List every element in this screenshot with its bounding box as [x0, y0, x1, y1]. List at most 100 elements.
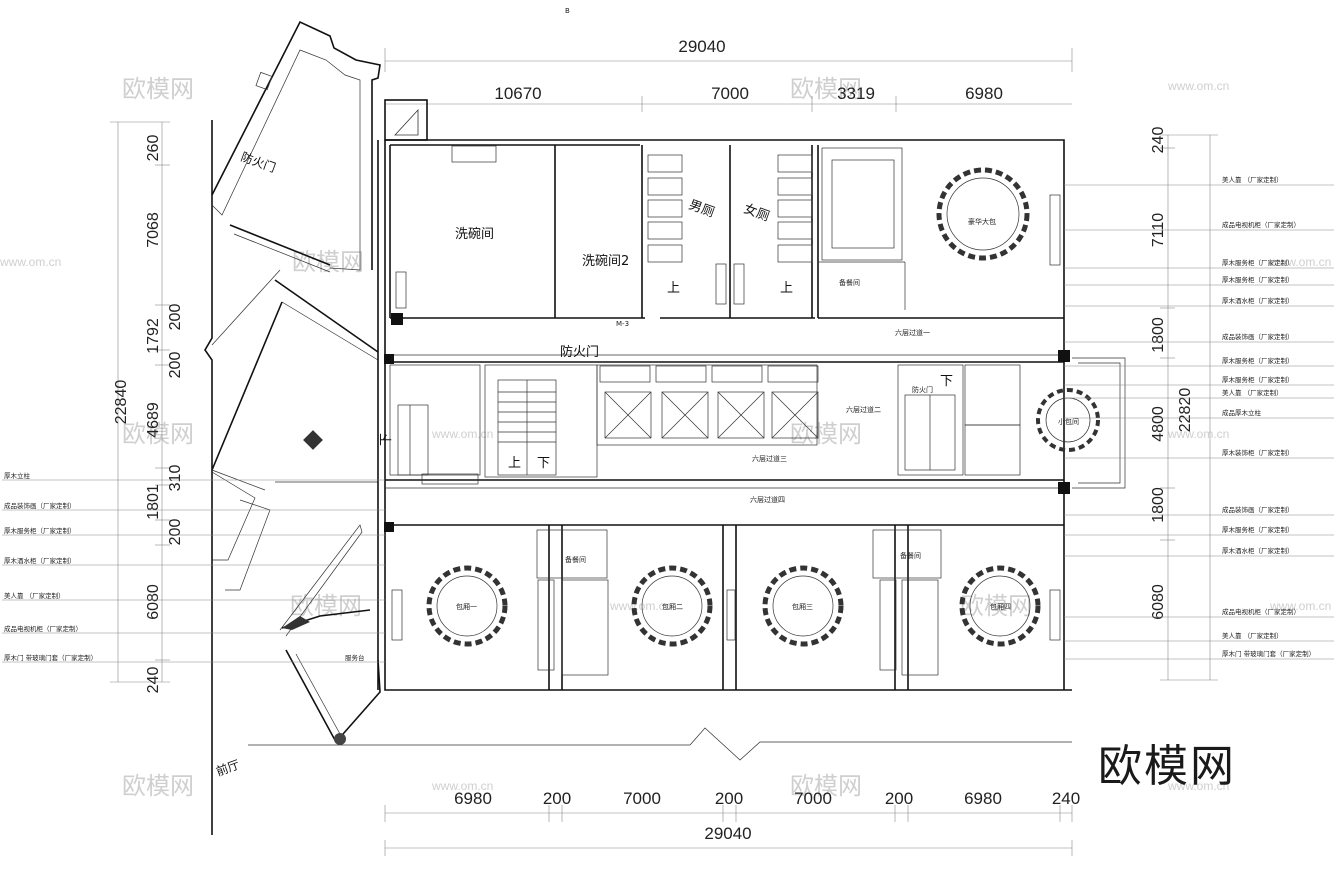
dim-top-3: 3319	[837, 84, 875, 103]
watermark-text: 欧模网	[122, 772, 194, 800]
notes-right: 美人靠 （厂家定制） 成品电视机柜（厂家定制） 厚木服务柜（厂家定制） 厚木服务…	[1064, 175, 1334, 660]
note-left-6: 成品电视机柜（厂家定制）	[4, 624, 82, 633]
note-left-1: 厚木立柱	[4, 471, 31, 480]
label-wash-1: 洗碗间	[455, 226, 494, 242]
stair-treads	[498, 391, 556, 443]
top-dimensions: 29040 10670 7000 3319 6980	[384, 37, 1073, 112]
label-private-room-1: 包厢一	[456, 602, 477, 611]
watermark-text: 欧模网	[292, 248, 364, 276]
label-women-toilet: 女厕	[742, 201, 772, 225]
dim-bottom-total: 29040	[704, 824, 751, 843]
north-mark: B	[565, 7, 570, 15]
room-labels: 洗碗间 洗碗间2 男厕 女厕 防火门 防火门 M-3 豪华大包 小包间 包厢一 …	[379, 198, 1079, 611]
label-corridor-1: 六层过道一	[895, 328, 930, 337]
label-stair-down-1: 下	[537, 456, 550, 471]
note-left-2: 成品装饰画（厂家定制）	[4, 501, 76, 510]
building-walls	[377, 99, 1126, 691]
note-right-8: 厚木服务柜（厂家定制）	[1222, 375, 1294, 384]
watermark-url: www.om.cn	[0, 255, 61, 269]
label-corridor-4: 六层过道四	[750, 495, 785, 504]
dim-right-1: 240	[1150, 127, 1167, 154]
dim-left-3: 1792	[145, 318, 162, 354]
dim-left-total: 22840	[113, 380, 130, 425]
label-m3: M-3	[616, 320, 629, 328]
dim-left-1: 260	[145, 135, 162, 162]
adjacent-building: 防火门 前厅 服务台	[204, 20, 1072, 835]
note-right-7: 厚木服务柜（厂家定制）	[1222, 356, 1294, 365]
note-right-13: 厚木服务柜（厂家定制）	[1222, 525, 1294, 534]
label-corridor-3: 六层过道三	[752, 454, 787, 463]
dim-bottom-8: 240	[1052, 789, 1080, 808]
note-right-11: 厚木装饰柜（厂家定制）	[1222, 448, 1294, 457]
dim-bottom-6: 200	[885, 789, 913, 808]
dim-top-2: 7000	[711, 84, 749, 103]
watermark-text: 欧模网	[122, 75, 194, 103]
left-dimensions: 260 7068 1792 200 200 4689 310 1801 200 …	[110, 121, 184, 694]
label-stair-up-1: 上	[508, 456, 521, 471]
dim-left-7: 310	[167, 465, 184, 492]
note-right-12: 成品装饰画（厂家定制）	[1222, 505, 1294, 514]
watermark-url: www.om.cn	[431, 779, 493, 793]
note-right-2: 成品电视机柜（厂家定制）	[1222, 220, 1300, 229]
dim-right-4: 4800	[1150, 406, 1167, 442]
label-service-1: 备餐间	[839, 278, 860, 287]
label-small-room: 小包间	[1058, 417, 1079, 426]
label-stair-up-2: 上	[667, 281, 680, 296]
toilet-stalls	[647, 154, 813, 305]
dim-right-total: 22820	[1177, 388, 1194, 433]
note-left-7: 厚木门 带玻璃门套（厂家定制）	[4, 653, 97, 662]
dim-right-3: 1800	[1150, 317, 1167, 353]
right-dimensions: 240 7110 1800 4800 1800 6080 22820	[1150, 127, 1218, 681]
note-right-6: 成品装饰画（厂家定制）	[1222, 332, 1294, 341]
note-right-15: 成品电视机柜（厂家定制）	[1222, 607, 1300, 616]
brand-logo: 欧模网	[1098, 741, 1236, 792]
dim-bottom-2: 200	[543, 789, 571, 808]
dim-left-11: 240	[145, 667, 162, 694]
label-big-room: 豪华大包	[968, 217, 996, 226]
note-right-14: 厚木酒水柜（厂家定制）	[1222, 546, 1294, 555]
label-service-2: 备餐间	[565, 555, 586, 564]
dim-top-total: 29040	[678, 37, 725, 56]
watermark-text: 欧模网	[122, 420, 194, 448]
watermark-url: www.om.cn	[609, 599, 671, 613]
dim-left-4: 200	[167, 304, 184, 331]
note-right-4: 厚木服务柜（厂家定制）	[1222, 275, 1294, 284]
label-hall: 前厅	[214, 757, 242, 779]
note-right-5: 厚木酒水柜（厂家定制）	[1222, 296, 1294, 305]
label-wash-2: 洗碗间2	[582, 253, 629, 269]
watermark-layer: 欧模网 欧模网 www.om.cn www.om.cn 欧模网 www.om.c…	[0, 75, 1331, 800]
watermark-url: www.om.cn	[1167, 79, 1229, 93]
watermark-url: www.om.cn	[1167, 427, 1229, 441]
dim-bottom-5: 7000	[794, 789, 832, 808]
dim-bottom-4: 200	[715, 789, 743, 808]
dim-right-5: 1800	[1150, 487, 1167, 523]
note-right-17: 厚木门 带玻璃门套（厂家定制）	[1222, 649, 1315, 658]
watermark-url: www.om.cn	[1269, 255, 1331, 269]
label-fire-door-3: 防火门	[912, 385, 933, 394]
label-service-3: 备餐间	[900, 551, 921, 560]
note-right-9: 美人靠 （厂家定制）	[1222, 388, 1283, 397]
label-private-room-3: 包厢三	[792, 602, 813, 611]
dim-top-1: 10670	[494, 84, 541, 103]
watermark-text: 欧模网	[960, 592, 1032, 620]
label-stair-down-2: 下	[940, 374, 953, 389]
label-stair-up-3: 上	[780, 281, 793, 296]
label-men-toilet: 男厕	[687, 198, 717, 221]
dim-bottom-7: 6980	[964, 789, 1002, 808]
note-right-16: 美人靠 （厂家定制）	[1222, 631, 1283, 640]
label-private-room-2: 包厢二	[662, 602, 683, 611]
dim-left-10: 6080	[145, 584, 162, 620]
label-fire-door-2: 防火门	[560, 344, 599, 360]
note-left-4: 厚木酒水柜（厂家定制）	[4, 556, 76, 565]
dim-left-9: 200	[167, 519, 184, 546]
note-left-5: 美人靠 （厂家定制）	[4, 591, 65, 600]
dim-bottom-3: 7000	[623, 789, 661, 808]
note-right-3: 厚木服务柜（厂家定制）	[1222, 258, 1294, 267]
dim-left-5: 200	[167, 352, 184, 379]
watermark-url: www.om.cn	[431, 427, 493, 441]
note-left-3: 厚木服务柜（厂家定制）	[4, 526, 76, 535]
dim-right-6: 6080	[1150, 584, 1167, 620]
dim-left-8: 1801	[145, 484, 162, 520]
label-stair-down-3: 下	[379, 433, 394, 446]
